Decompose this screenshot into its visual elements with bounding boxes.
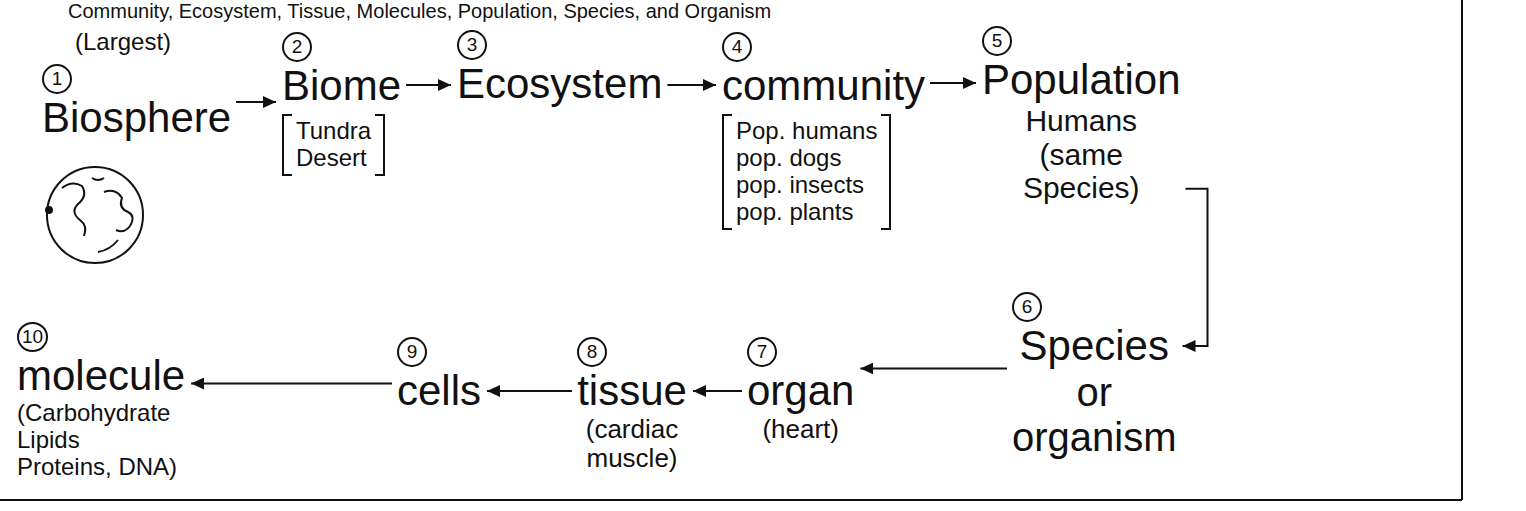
flow-arrow — [487, 390, 572, 392]
level-node: 1Biosphere — [40, 62, 233, 144]
level-example: Proteins, DNA) — [17, 454, 177, 481]
callout-number: 9 — [397, 337, 427, 367]
level-node: 10molecule(CarbohydrateLipidsProteins, D… — [15, 320, 187, 483]
level-name: Ecosystem — [457, 60, 662, 108]
level-name: cells — [397, 367, 481, 415]
level-name: community — [722, 62, 925, 110]
callout-number: 1 — [42, 64, 72, 94]
level-name: tissue — [577, 367, 687, 415]
globe-illustration — [46, 167, 143, 263]
level-example: (Carbohydrate — [17, 400, 170, 427]
callout-number: 4 — [722, 32, 752, 62]
flow-arrow — [406, 84, 451, 86]
level-example: (heart) — [762, 415, 839, 444]
flow-arrow — [693, 390, 742, 392]
flow-arrow — [930, 82, 976, 84]
level-node: 3Ecosystem — [455, 28, 664, 110]
level-name: Biome — [282, 62, 401, 110]
flow-arrow — [191, 383, 392, 385]
level-node: 6Speciesororganism — [1010, 290, 1179, 462]
diagram-title: Community, Ecosystem, Tissue, Molecules,… — [68, 0, 771, 23]
callout-number: 3 — [457, 30, 487, 60]
level-node: 4communityPop. humanspop. dogspop. insec… — [720, 30, 927, 232]
callout-number: 8 — [577, 337, 607, 367]
level-example: organism — [1012, 415, 1177, 460]
level-example: Desert — [296, 145, 371, 172]
level-name: Biosphere — [42, 94, 231, 142]
level-example: pop. plants — [736, 199, 877, 226]
bracket: Pop. humanspop. dogspop. insectspop. pla… — [722, 114, 891, 230]
callout-number: 2 — [282, 32, 312, 62]
level-example: (same Species) — [1006, 138, 1156, 205]
callout-number: 6 — [1012, 292, 1042, 322]
note-label: (Largest) — [75, 28, 171, 56]
level-example: Humans — [1025, 104, 1137, 138]
flow-arrow — [860, 368, 1007, 370]
callout-number: 10 — [17, 322, 48, 352]
level-example: Tundra — [296, 118, 371, 145]
level-example: pop. insects — [736, 172, 877, 199]
level-node: 7organ(heart) — [745, 335, 856, 446]
level-name: Population — [982, 56, 1181, 104]
level-example: pop. dogs — [736, 145, 877, 172]
level-example: Pop. humans — [736, 118, 877, 145]
level-name: organ — [747, 367, 854, 415]
level-name: molecule — [17, 352, 185, 400]
flow-arrow — [667, 84, 716, 86]
level-name: Species — [1020, 322, 1169, 370]
flow-arrow — [1183, 189, 1208, 346]
level-example: Lipids — [17, 427, 80, 454]
callout-number: 5 — [982, 26, 1012, 56]
frame-line — [1461, 0, 1463, 500]
bracket: TundraDesert — [282, 114, 385, 176]
flow-arrow — [236, 101, 276, 103]
level-example: (cardiac muscle) — [577, 415, 687, 473]
level-example: or — [1076, 370, 1112, 415]
level-node: 9cells — [395, 335, 483, 417]
level-node: 5PopulationHumans(same Species) — [980, 24, 1183, 207]
level-node: 2BiomeTundraDesert — [280, 30, 403, 178]
callout-number: 7 — [747, 337, 777, 367]
level-node: 8tissue(cardiac muscle) — [575, 335, 689, 475]
frame-line — [0, 499, 1462, 501]
